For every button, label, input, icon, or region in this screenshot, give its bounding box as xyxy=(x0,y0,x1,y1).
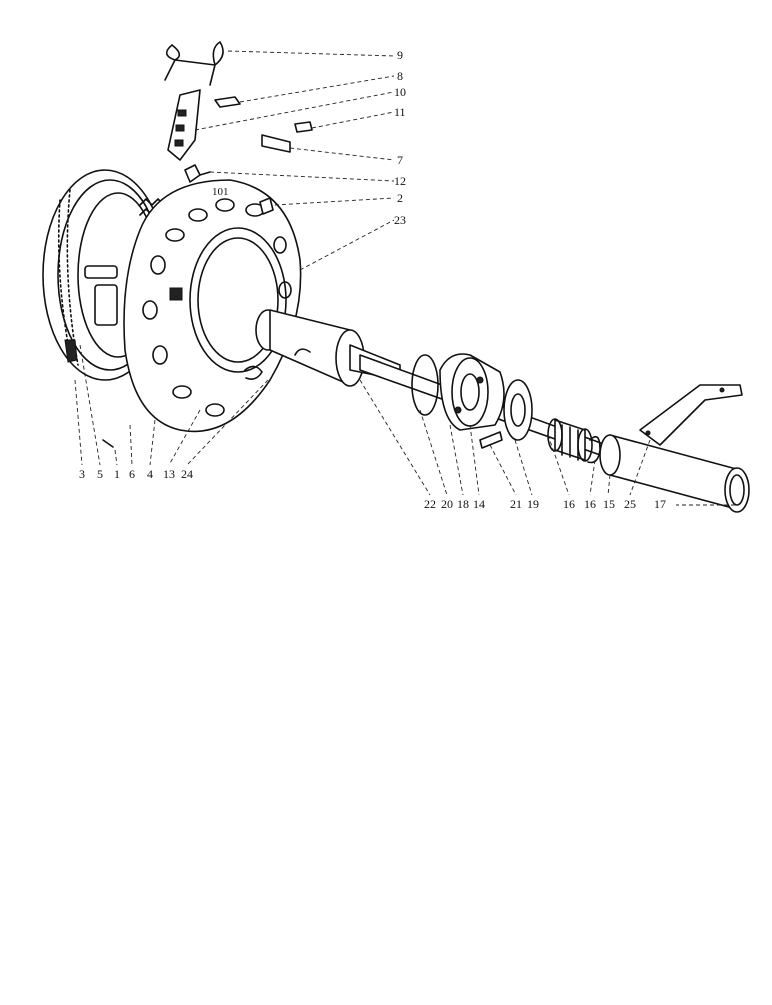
clip-drawing xyxy=(184,164,211,183)
callout-21: 21 xyxy=(510,497,522,511)
callout-24: 24 xyxy=(181,467,193,481)
callout-10: 10 xyxy=(394,85,406,99)
clutch-cover-drawing xyxy=(42,169,168,381)
callout-14: 14 xyxy=(473,497,485,511)
callout-22: 22 xyxy=(424,497,436,511)
callout-16a: 16 xyxy=(563,497,575,511)
o-ring-drawing xyxy=(411,354,439,416)
callout-9: 9 xyxy=(397,48,403,62)
callout-17: 17 xyxy=(654,497,666,511)
callout-7: 7 xyxy=(397,153,403,167)
dowel-drawing xyxy=(102,439,114,448)
needle-roller-drawing xyxy=(547,418,601,464)
tube-drawing xyxy=(599,384,750,513)
screw-drawing xyxy=(259,197,274,215)
callout-2: 2 xyxy=(397,191,403,205)
pin-drawing xyxy=(294,121,313,133)
plate-drawing xyxy=(214,96,241,108)
callout-15: 15 xyxy=(603,497,615,511)
release-lever-drawing xyxy=(167,89,201,161)
spring-clip-drawing xyxy=(164,41,224,86)
split-pin-drawing xyxy=(244,365,263,380)
callout-3: 3 xyxy=(79,467,85,481)
callout-4: 4 xyxy=(147,467,153,481)
callout-16b: 16 xyxy=(584,497,596,511)
leader-lines xyxy=(74,50,735,506)
callout-6: 6 xyxy=(129,467,135,481)
bearing-drawing xyxy=(503,379,533,441)
callout-13: 13 xyxy=(163,467,175,481)
callout-5: 5 xyxy=(97,467,103,481)
callout-20: 20 xyxy=(441,497,453,511)
bearing-housing-drawing xyxy=(439,353,505,431)
callout-12: 12 xyxy=(394,174,406,188)
bolt-drawing xyxy=(479,431,503,449)
callout-18: 18 xyxy=(457,497,469,511)
callout-1: 1 xyxy=(114,467,120,481)
callout-19: 19 xyxy=(527,497,539,511)
callout-8: 8 xyxy=(397,69,403,83)
pressure-plate-drawing: 101 xyxy=(123,179,302,433)
callout-25: 25 xyxy=(624,497,636,511)
callout-23: 23 xyxy=(394,213,406,227)
pin-bolt-drawing xyxy=(261,134,291,153)
stamp-text: 101 xyxy=(212,186,229,198)
callout-11: 11 xyxy=(394,105,406,119)
